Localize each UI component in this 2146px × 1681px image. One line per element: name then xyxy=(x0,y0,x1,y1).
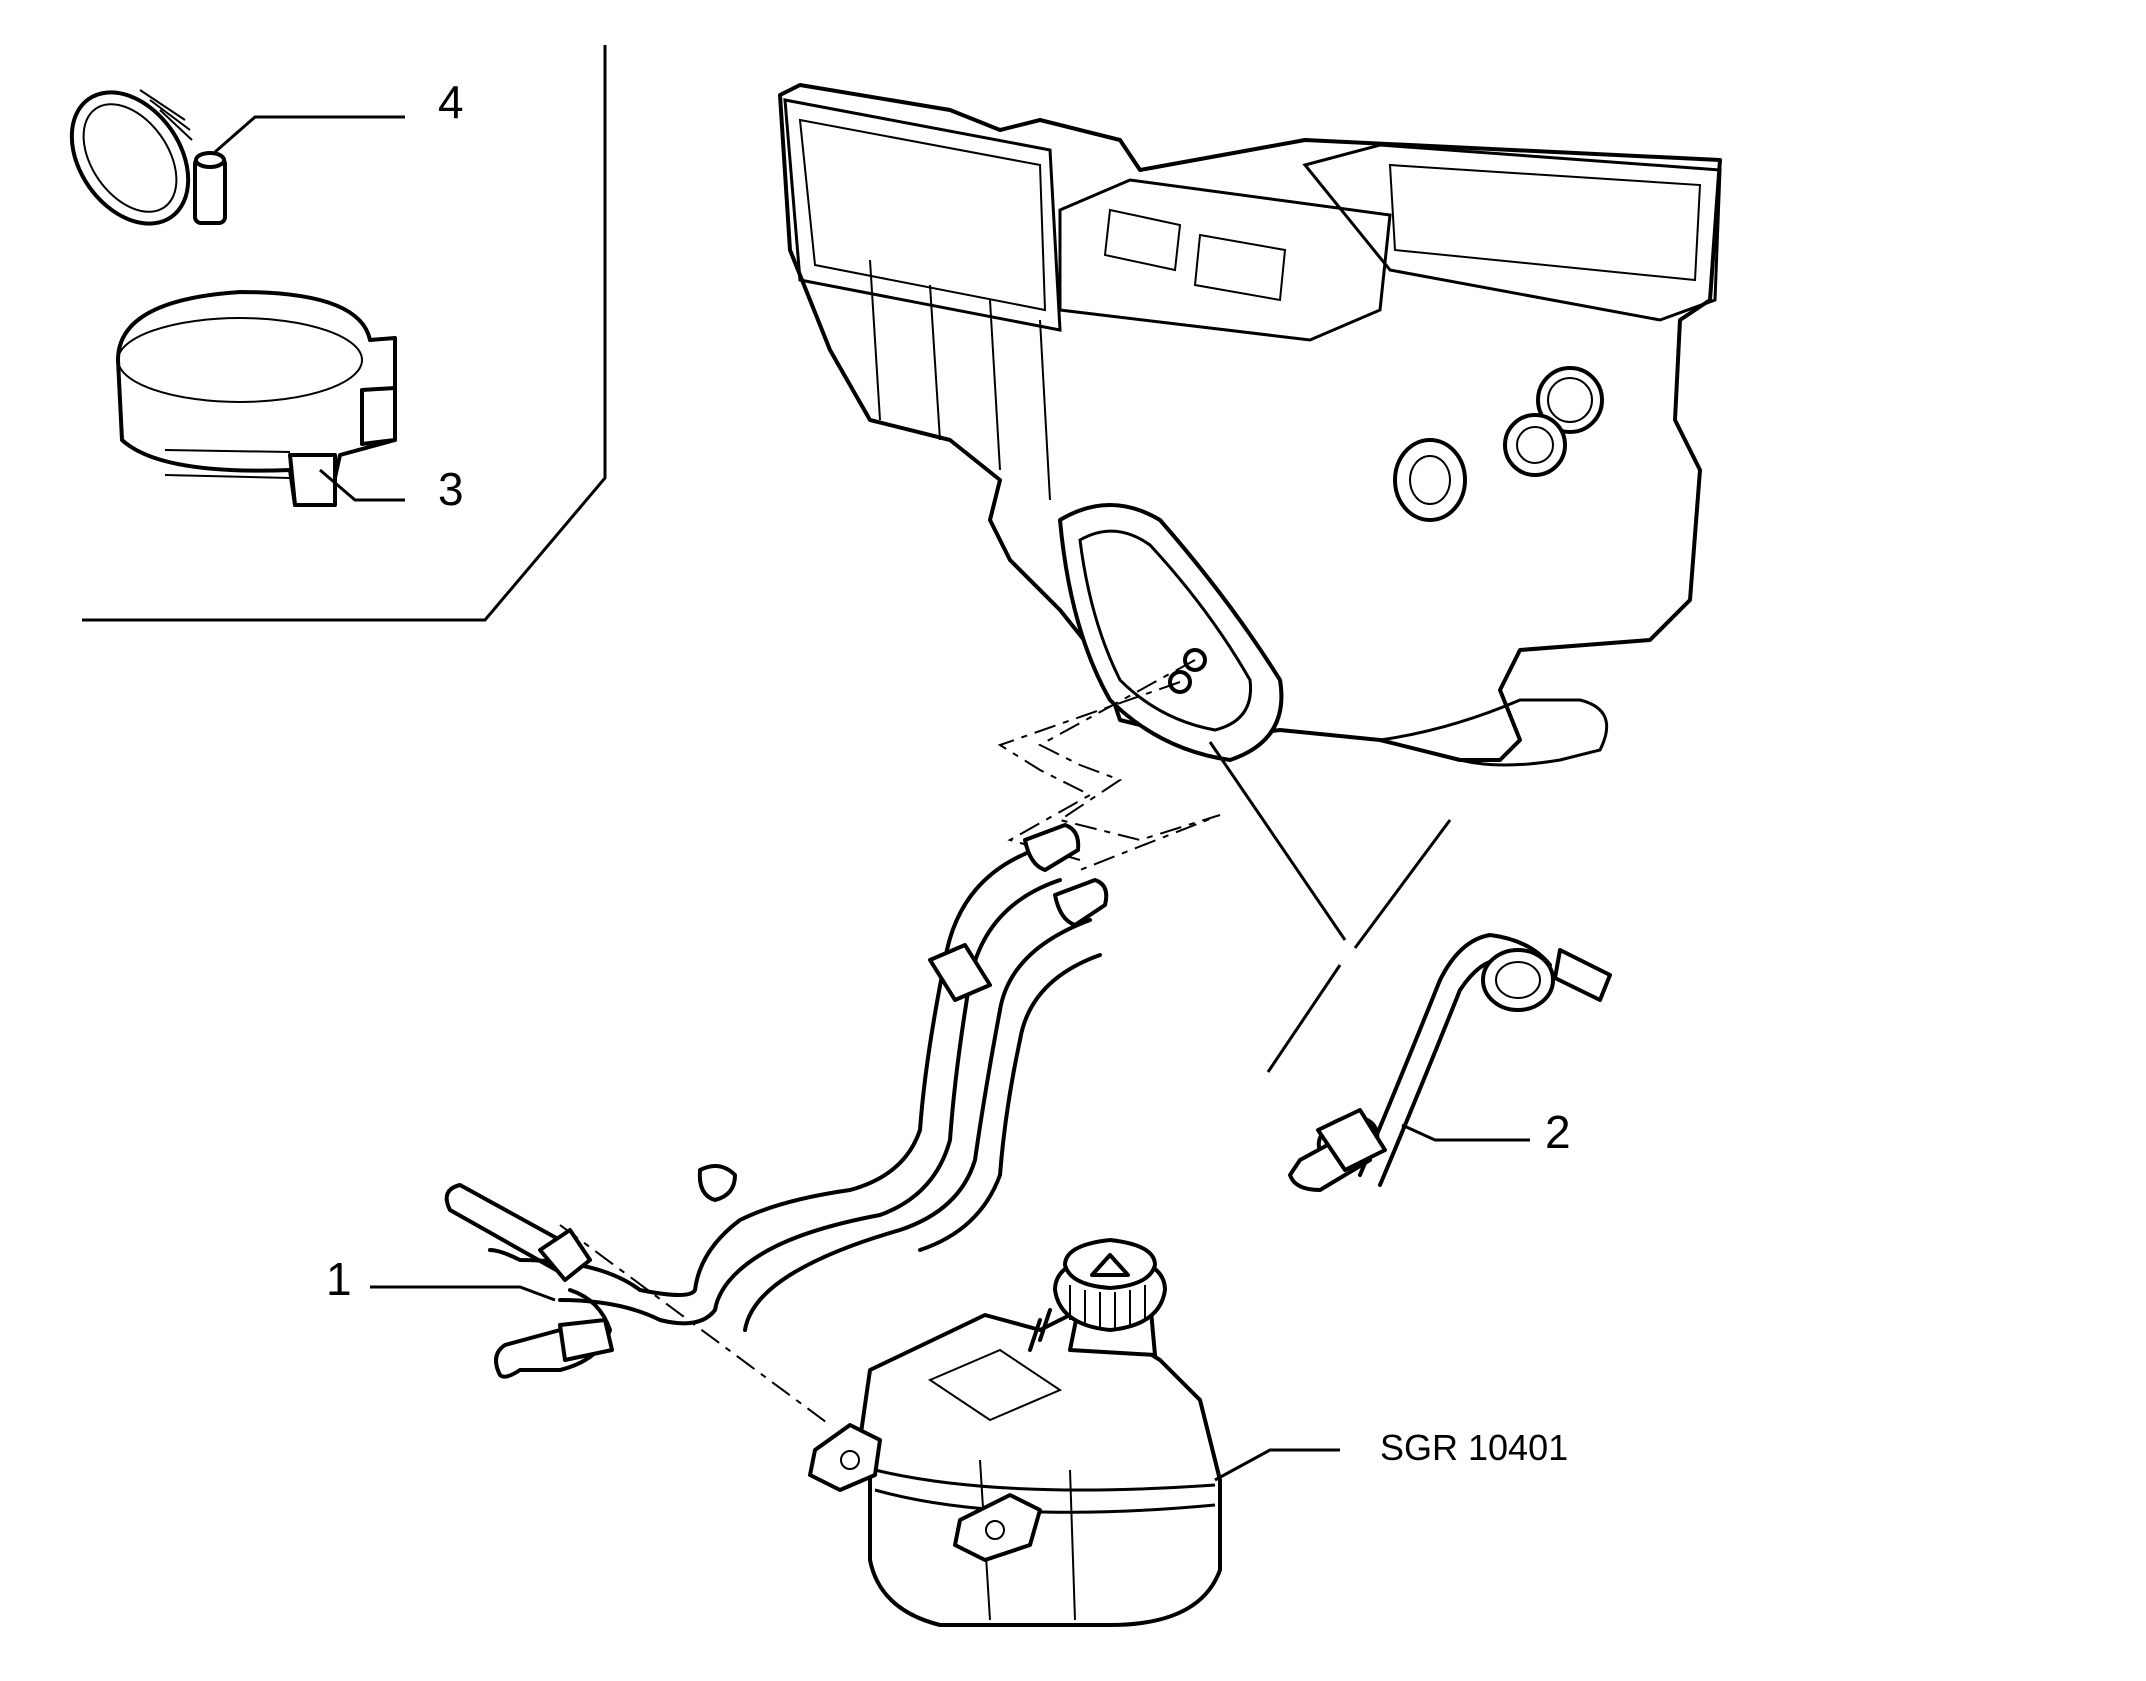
hvac-heater-unit xyxy=(778,83,1722,767)
callout-4-label: 4 xyxy=(438,76,464,128)
heater-hose-assembly xyxy=(444,823,1109,1379)
heater-to-valve-leader xyxy=(1208,741,1452,1073)
hose-clamp-worm-drive xyxy=(69,89,227,226)
coolant-expansion-tank xyxy=(808,1238,1222,1627)
hose-clamp-band xyxy=(116,290,397,507)
callout-2-label: 2 xyxy=(1545,1106,1571,1158)
callout-1-label: 1 xyxy=(326,1253,352,1305)
callout-leaders xyxy=(214,115,1530,1482)
reference-code-label: SGR 10401 xyxy=(1380,1427,1568,1468)
dashed-assembly-lines xyxy=(559,659,1221,1426)
callout-3-label: 3 xyxy=(438,463,464,515)
inset-frame xyxy=(82,45,607,622)
heater-valve-hose xyxy=(1288,933,1612,1192)
